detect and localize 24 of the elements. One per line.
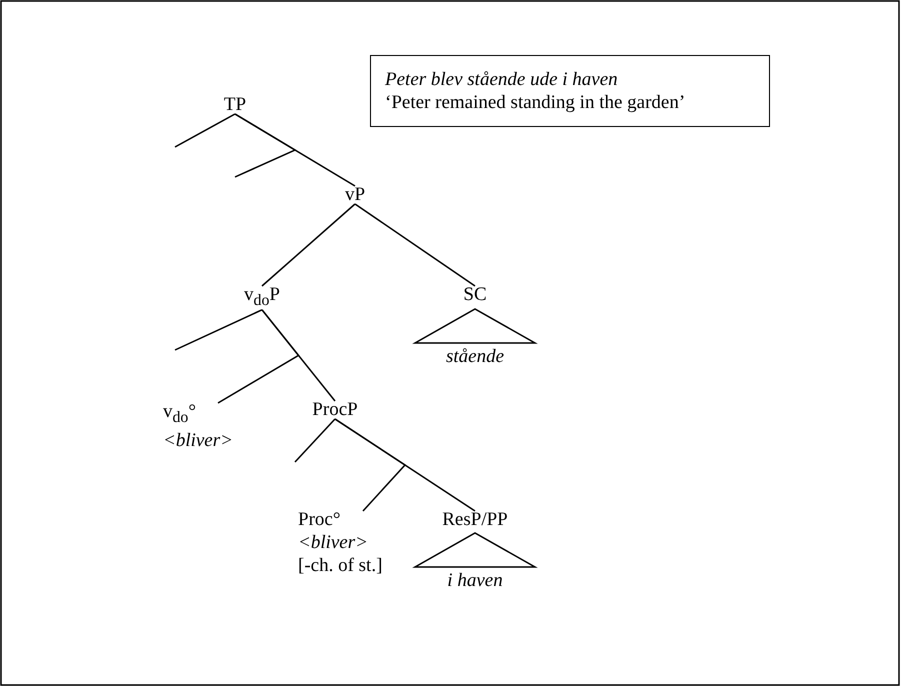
tree-branch — [262, 203, 356, 287]
node-label: Proc° — [298, 508, 340, 531]
tree-branch — [174, 309, 262, 351]
node-label: v$_{do}$° — [163, 400, 196, 428]
translation-text: ‘Peter remained standing in the garden’ — [385, 91, 686, 114]
example-sentence: Peter blev stående ude i haven — [385, 68, 618, 91]
tree-branch — [334, 418, 476, 512]
tree-branch — [234, 113, 356, 187]
node-text: [-ch. of st.] — [298, 554, 382, 577]
tree-branch — [261, 309, 336, 402]
terminal-text: i haven — [447, 569, 503, 592]
node-text: <bliver> — [163, 428, 233, 452]
phrase-label: ProcP — [295, 398, 375, 421]
tree-branch — [354, 203, 476, 287]
phrase-label: v$_{do}$P — [222, 283, 302, 312]
phrase-label: ResP/PP — [425, 508, 525, 531]
phrase-label: vP — [325, 183, 385, 206]
terminal-text: stående — [446, 345, 504, 368]
tree-branch — [294, 418, 336, 463]
node-text: <bliver> — [298, 531, 368, 554]
phrase-label: TP — [205, 93, 265, 116]
phrase-label: SC — [445, 283, 505, 306]
example-box — [370, 55, 770, 127]
tree-branch — [174, 113, 236, 148]
